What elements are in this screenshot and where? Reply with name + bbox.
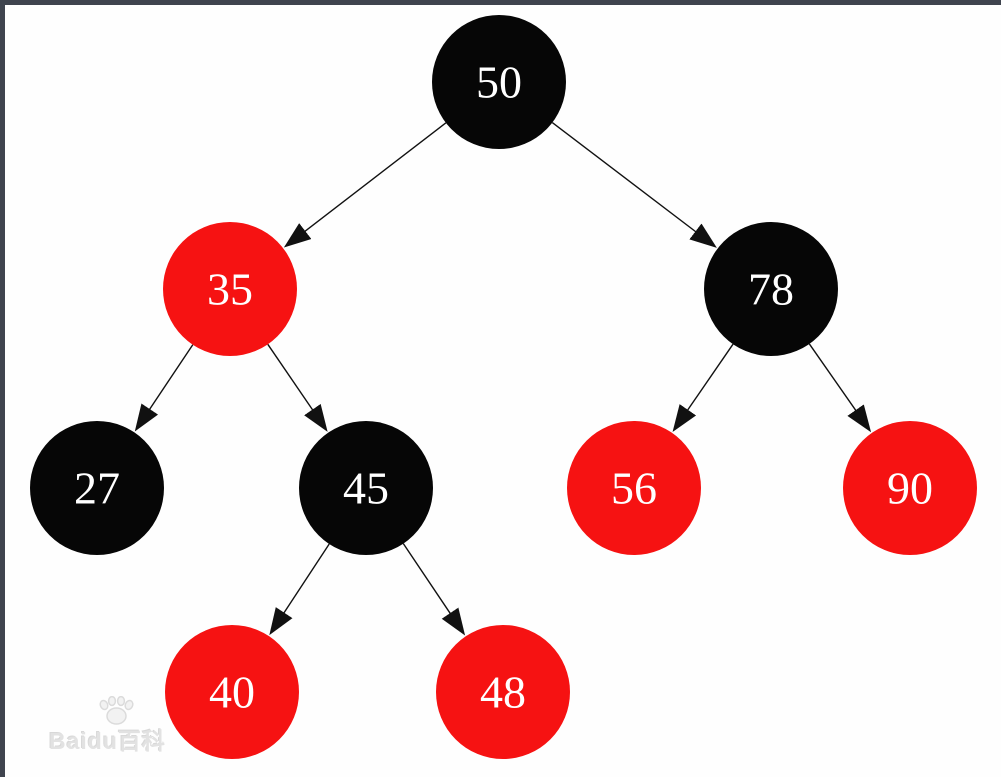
tree-edge-35-45 <box>267 343 328 432</box>
tree-node-56: 56 <box>567 421 701 555</box>
tree-node-circle-50 <box>432 15 566 149</box>
tree-node-label-78: 78 <box>748 264 794 315</box>
tree-edge-45-40 <box>269 543 330 636</box>
tree-node-circle-56 <box>567 421 701 555</box>
tree-edge-50-78 <box>551 122 717 248</box>
tree-node-40: 40 <box>165 625 299 759</box>
tree-node-circle-90 <box>843 421 977 555</box>
tree-node-label-90: 90 <box>887 463 933 514</box>
tree-edges <box>134 122 872 636</box>
tree-node-circle-48 <box>436 625 570 759</box>
tree-node-90: 90 <box>843 421 977 555</box>
tree-node-circle-78 <box>704 222 838 356</box>
tree-node-label-40: 40 <box>209 667 255 718</box>
tree-node-35: 35 <box>163 222 297 356</box>
tree-node-45: 45 <box>299 421 433 555</box>
tree-node-circle-45 <box>299 421 433 555</box>
tree-node-label-48: 48 <box>480 667 526 718</box>
tree-node-circle-27 <box>30 421 164 555</box>
tree-node-label-50: 50 <box>476 57 522 108</box>
tree-node-label-45: 45 <box>343 463 389 514</box>
tree-node-27: 27 <box>30 421 164 555</box>
tree-edge-50-35 <box>283 122 447 248</box>
tree-node-label-27: 27 <box>74 463 120 514</box>
tree-node-label-35: 35 <box>207 264 253 315</box>
tree-node-label-56: 56 <box>611 463 657 514</box>
tree-edge-78-90 <box>808 343 872 433</box>
tree-node-48: 48 <box>436 625 570 759</box>
tree-edge-35-27 <box>134 344 194 432</box>
tree-nodes: 50 35 78 27 45 56 90 40 48 <box>30 15 977 759</box>
tree-node-50: 50 <box>432 15 566 149</box>
tree-edge-78-56 <box>672 343 734 432</box>
tree-node-circle-40 <box>165 625 299 759</box>
tree-node-78: 78 <box>704 222 838 356</box>
tree-edge-45-48 <box>402 543 466 636</box>
tree-node-circle-35 <box>163 222 297 356</box>
